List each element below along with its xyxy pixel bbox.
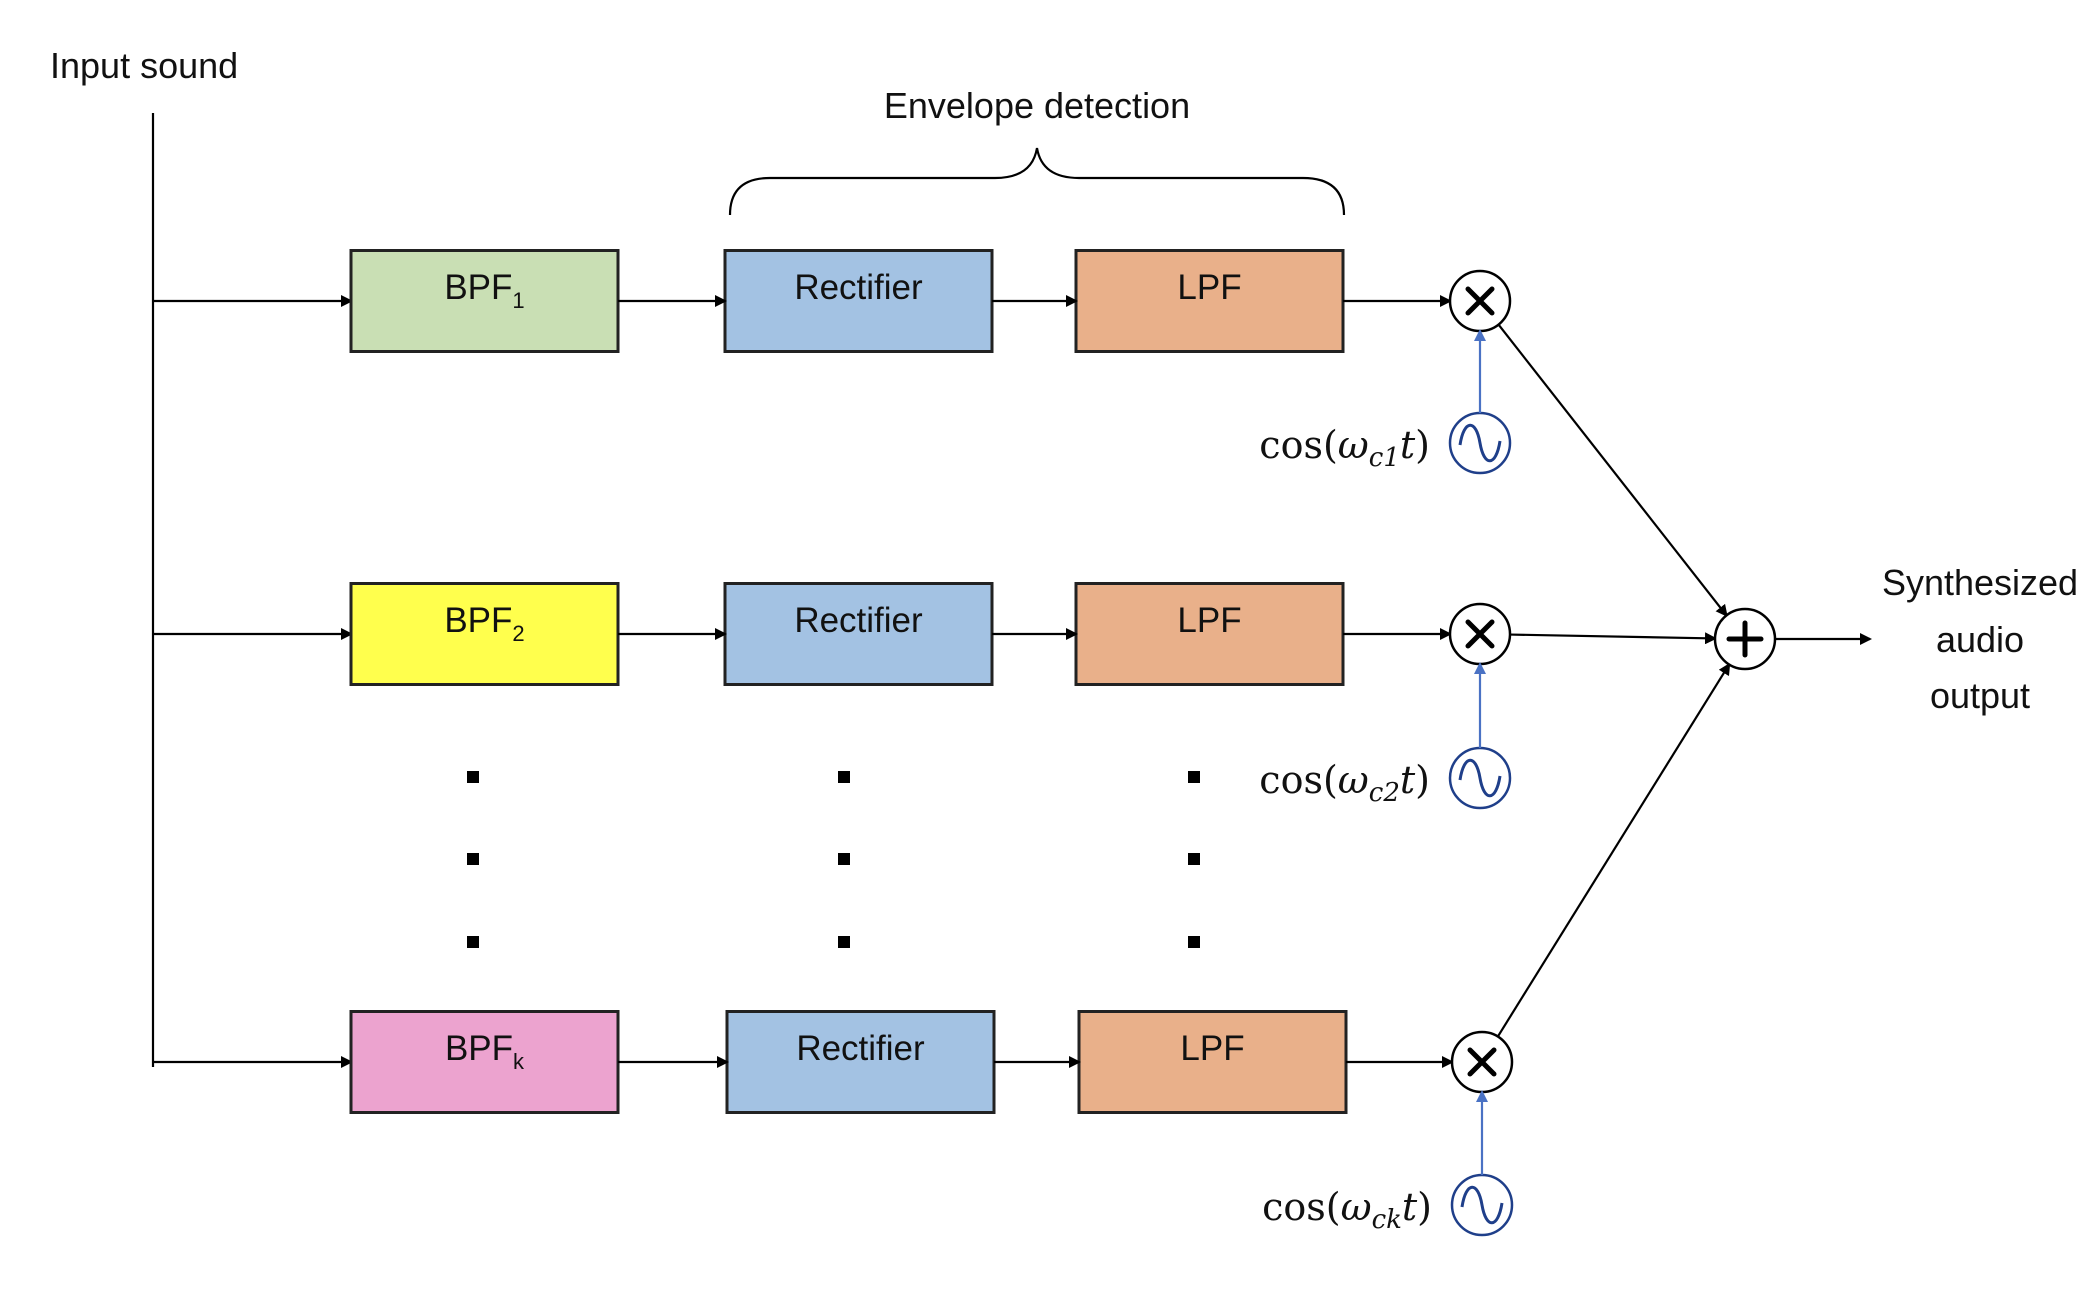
ellipsis-dot	[838, 771, 850, 783]
bpf-label-main: BPF	[444, 601, 512, 640]
bpf-label: BPF2	[444, 601, 524, 646]
bpf-label-main: BPF	[444, 268, 512, 307]
output-label-line: audio	[1936, 619, 2024, 660]
carrier-var: t	[1400, 758, 1416, 802]
rectifier-label: Rectifier	[794, 601, 923, 640]
carrier-omega: ω	[1338, 423, 1369, 467]
carrier-suffix: )	[1415, 758, 1430, 802]
bpf-label-sub: 2	[512, 621, 524, 646]
multiplier-node	[1448, 602, 1512, 666]
carrier-prefix: cos(	[1259, 423, 1338, 467]
carrier-prefix: cos(	[1259, 758, 1338, 802]
carrier-label: cos(ωckt)	[1262, 1185, 1432, 1235]
input-label: Input sound	[50, 45, 238, 86]
oscillator-icon	[1448, 411, 1512, 475]
envelope-brace	[728, 147, 1346, 216]
lpf-label: LPF	[1180, 1029, 1244, 1068]
lpf-label: LPF	[1177, 601, 1241, 640]
ellipsis-dots	[467, 771, 1200, 948]
bpf-block	[349, 1010, 620, 1114]
carrier-omega: ω	[1338, 758, 1369, 802]
carrier-label: cos(ωc1t)	[1259, 423, 1430, 473]
multiplier-node	[1448, 269, 1512, 333]
bpf-block	[349, 249, 620, 353]
rectifier-block	[723, 249, 994, 353]
carrier-suffix: )	[1415, 423, 1430, 467]
envelope-detection-label: Envelope detection	[884, 85, 1190, 126]
bpf-label: BPFk	[445, 1029, 525, 1074]
carrier-var: t	[1402, 1185, 1418, 1229]
channel-row: BPF2 Rectifier LPF cos(ωc2t)	[153, 582, 1718, 810]
multiplier-to-summer-arrow	[1497, 323, 1728, 617]
ellipsis-dot	[1188, 936, 1200, 948]
multiplier-to-summer-arrow	[1496, 662, 1731, 1038]
multiplier-node	[1450, 1030, 1514, 1094]
carrier-var: t	[1400, 423, 1416, 467]
bpf-label-main: BPF	[445, 1029, 513, 1068]
multiplier-to-summer-arrow	[1509, 632, 1718, 645]
rectifier-label: Rectifier	[794, 268, 923, 307]
bpf-label-sub: 1	[512, 288, 524, 313]
lpf-label: LPF	[1177, 268, 1241, 307]
carrier-omega: ω	[1341, 1185, 1372, 1229]
carrier-label: cos(ωc2t)	[1259, 758, 1430, 808]
bpf-label-sub: k	[513, 1049, 525, 1074]
carrier-suffix: )	[1417, 1185, 1432, 1229]
ellipsis-dot	[1188, 853, 1200, 865]
carrier-sub: c1	[1369, 443, 1400, 473]
bpf-label: BPF1	[444, 268, 524, 313]
ellipsis-dot	[838, 936, 850, 948]
carrier-sub: ck	[1372, 1205, 1402, 1235]
ellipsis-dot	[1188, 771, 1200, 783]
rectifier-block	[723, 582, 994, 686]
bpf-block	[349, 582, 620, 686]
output-label-line: output	[1930, 675, 2030, 716]
rectifier-block	[725, 1010, 996, 1114]
carrier-prefix: cos(	[1262, 1185, 1341, 1229]
rectifier-label: Rectifier	[796, 1029, 925, 1068]
channel-row: BPF1 Rectifier LPF cos(ωc1t)	[153, 249, 1728, 617]
ellipsis-dot	[467, 853, 479, 865]
summer-node	[1713, 607, 1777, 671]
ellipsis-dot	[467, 936, 479, 948]
ellipsis-dot	[467, 771, 479, 783]
ellipsis-dot	[838, 853, 850, 865]
lpf-block	[1077, 1010, 1348, 1114]
carrier-sub: c2	[1369, 778, 1400, 808]
oscillator-icon	[1450, 1173, 1514, 1237]
output-label: Synthesized audio output	[1882, 562, 2078, 716]
output-label-line: Synthesized	[1882, 562, 2078, 603]
oscillator-icon	[1448, 746, 1512, 810]
